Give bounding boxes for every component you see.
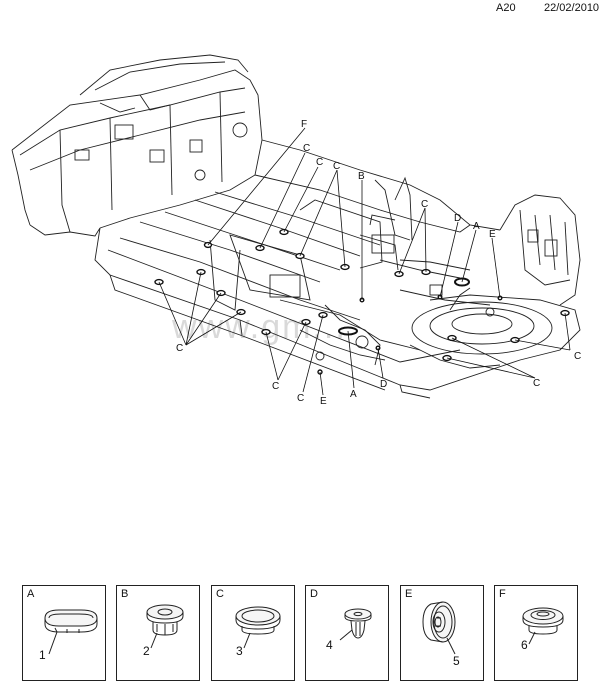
legend-number: 2 [143, 644, 150, 658]
callout-c: C [421, 199, 428, 210]
leader-lines [158, 127, 571, 396]
callout-d: D [454, 213, 461, 224]
stepped-plug-icon [146, 604, 184, 649]
legend-panel-d: D 4 [305, 585, 389, 681]
callout-c: C [533, 378, 540, 389]
callout-c: C [316, 157, 323, 168]
legend-letter: A [27, 588, 35, 600]
legend-panel-b: B 2 [116, 585, 200, 681]
diagram-date: 22/02/2010 [544, 2, 600, 14]
callout-labels: F C C C B C D A E C C C E A D C C [176, 119, 581, 407]
legend-number: 3 [236, 644, 243, 658]
legend-number: 1 [39, 648, 46, 662]
callout-c: C [333, 161, 340, 172]
legend-panel-c: C 3 [211, 585, 295, 681]
legend-letter: F [499, 588, 506, 600]
push-clip-icon [339, 608, 372, 641]
callout-c: C [272, 381, 279, 392]
legend-letter: D [310, 588, 318, 600]
grommet-icon [422, 601, 456, 655]
callout-a: A [350, 389, 357, 400]
callout-c: C [574, 351, 581, 362]
callout-c: C [297, 393, 304, 404]
callout-b: B [358, 171, 365, 182]
callout-d: D [380, 379, 387, 390]
callout-c: C [303, 143, 310, 154]
legend-number: 5 [453, 654, 460, 668]
vehicle-underbody-drawing [11, 54, 581, 399]
legend-letter: E [405, 588, 413, 600]
oval-plug-icon [44, 609, 98, 655]
callout-a: A [473, 221, 480, 232]
legend-panel-a: A 1 [22, 585, 106, 681]
diagram-code: A20 [496, 2, 516, 14]
legend-number: 6 [521, 638, 528, 652]
legend-panel-e: E 5 [400, 585, 484, 681]
parts-legend: A 1 B 2 C [22, 585, 578, 681]
legend-letter: C [216, 588, 224, 600]
callout-f: F [301, 119, 307, 130]
callout-c: C [176, 343, 183, 354]
legend-letter: B [121, 588, 129, 600]
legend-panel-f: F 6 [494, 585, 578, 681]
callout-e: E [320, 396, 327, 407]
domed-plug-icon [522, 607, 564, 645]
underbody-diagram: www.gm... [11, 54, 581, 407]
flat-round-plug-icon [235, 606, 281, 649]
callout-e: E [489, 229, 496, 240]
legend-number: 4 [326, 638, 333, 652]
